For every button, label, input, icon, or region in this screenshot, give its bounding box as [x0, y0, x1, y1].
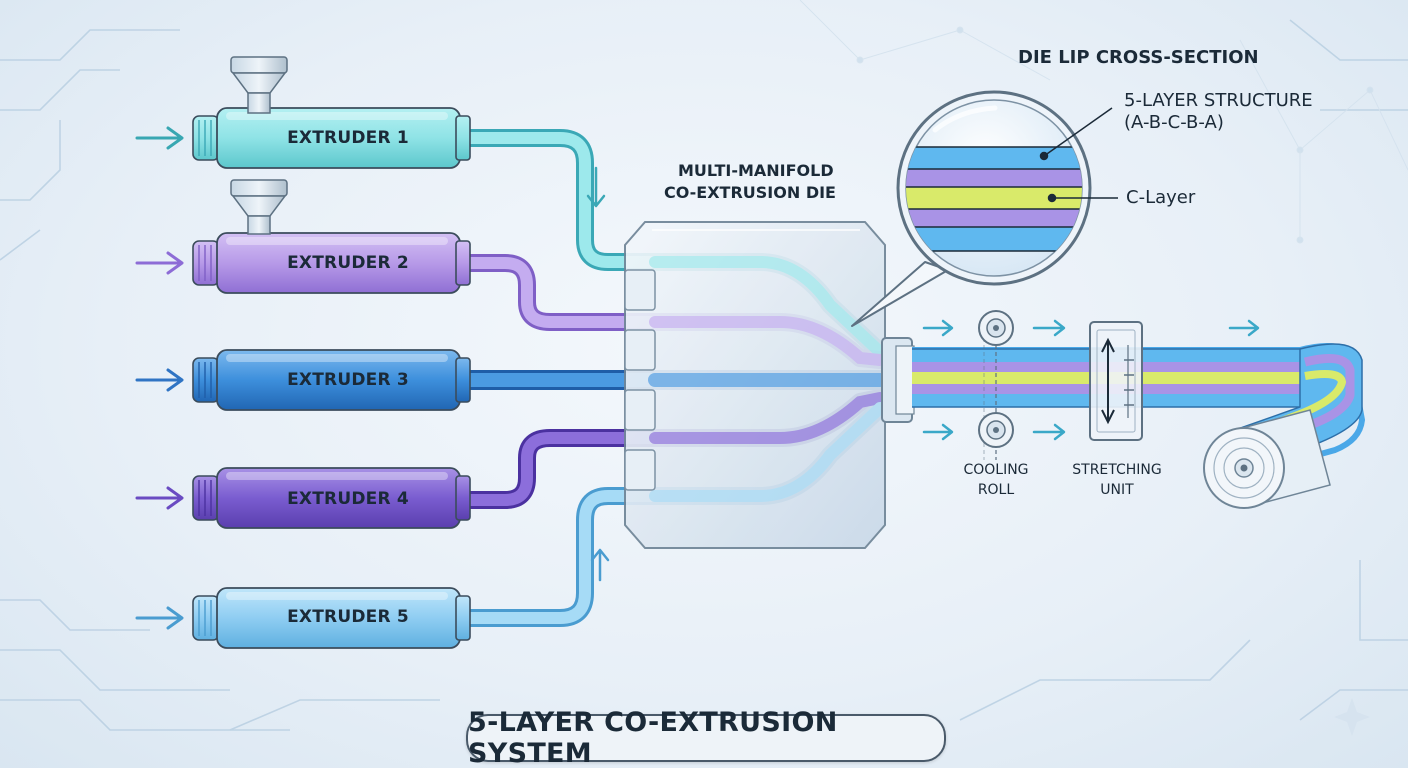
cooling-roll-line-1: COOLING: [963, 462, 1029, 478]
extruder-2-label: EXTRUDER 2: [287, 253, 409, 273]
winding-roll: [1203, 409, 1331, 509]
stretching-unit: [1089, 321, 1143, 441]
structure-label: 5-LAYER STRUCTURE (A-B-C-B-A): [1124, 90, 1313, 134]
extruder-2: [192, 232, 471, 294]
hopper-1: [230, 56, 288, 114]
cross-section-title: DIE LIP CROSS-SECTION: [1018, 47, 1259, 68]
extruder-4-label: EXTRUDER 4: [287, 489, 409, 509]
stretching-unit-line-1: STRETCHING: [1072, 462, 1162, 478]
input-arrows: [135, 126, 184, 630]
extruder-4: [192, 467, 471, 529]
extruders: [192, 107, 471, 649]
stretching-unit-label: STRETCHING UNIT: [1060, 460, 1174, 500]
diagram-title: 5-LAYER CO-EXTRUSION SYSTEM: [468, 707, 838, 768]
hopper-2: [230, 179, 288, 235]
circuit-background: [0, 19, 1408, 731]
c-layer-label: C-Layer: [1126, 187, 1196, 208]
co-extrusion-die: [624, 221, 915, 549]
network-background: [799, 0, 1408, 244]
structure-label-line-1: 5-LAYER STRUCTURE: [1124, 90, 1313, 111]
die-label-line-1: MULTI-MANIFOLD: [678, 161, 834, 180]
extruder-1: [192, 107, 471, 169]
cross-section-layers: [906, 146, 1082, 252]
process-arrows: [922, 319, 1260, 441]
die-label-line-2: CO-EXTRUSION DIE: [664, 183, 836, 202]
extruder-5: [192, 587, 471, 649]
cooling-roll-label: COOLING ROLL: [956, 460, 1036, 500]
extruder-3: [192, 349, 471, 411]
cooling-roll-line-2: ROLL: [977, 482, 1015, 498]
extruder-3-label: EXTRUDER 3: [287, 370, 409, 390]
sparkle-icon: [1334, 698, 1370, 736]
extruder-1-label: EXTRUDER 1: [287, 128, 409, 148]
title-banner: 5-LAYER CO-EXTRUSION SYSTEM: [466, 707, 946, 768]
extruder-5-label: EXTRUDER 5: [287, 607, 409, 627]
stretching-unit-line-2: UNIT: [1100, 482, 1134, 498]
callout-leaders: [1039, 107, 1118, 203]
magnifier-lens: [851, 90, 1092, 327]
structure-label-line-2: (A-B-C-B-A): [1124, 112, 1224, 133]
cooling-rolls: [978, 310, 1014, 460]
flow-arrows: [586, 166, 610, 582]
die-label: MULTI-MANIFOLD CO-EXTRUSION DIE: [664, 160, 836, 204]
